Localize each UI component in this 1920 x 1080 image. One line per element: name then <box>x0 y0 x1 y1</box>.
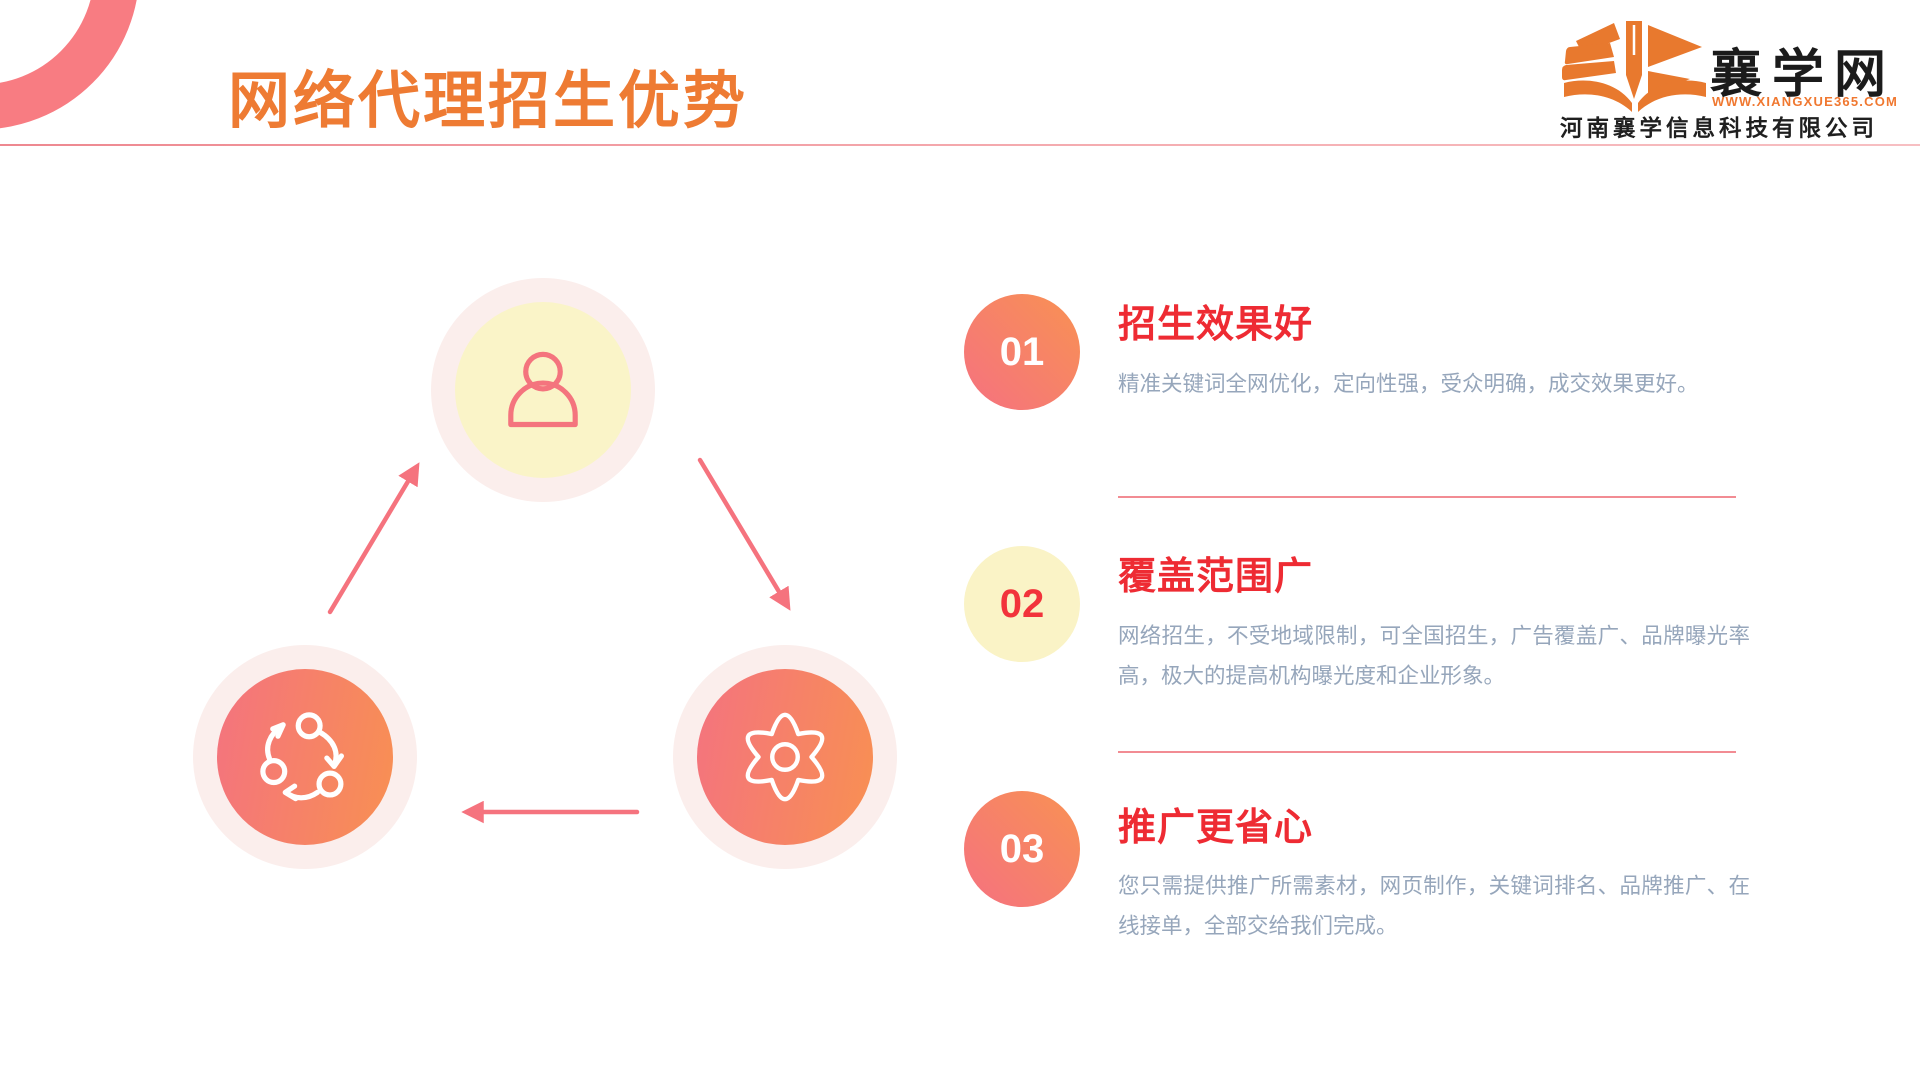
diagram-node-service <box>697 669 873 845</box>
header-divider-line <box>0 144 1920 146</box>
diagram-node-customer <box>455 302 631 478</box>
item-divider-1 <box>1118 496 1736 498</box>
badge-number: 03 <box>999 826 1045 871</box>
item-heading-1: 招生效果好 <box>1118 304 1314 346</box>
badge-number: 01 <box>999 329 1045 374</box>
item-number-badge-02: 02 <box>964 546 1080 662</box>
logo-company-text: 河南襄学信息科技有限公司 <box>1560 116 1879 141</box>
diagram-node-network <box>217 669 393 845</box>
item-number-badge-03: 03 <box>964 791 1080 907</box>
item-body-3: 您只需提供推广所需素材，网页制作，关键词排名、品牌推广、在线接单，全部交给我们完… <box>1118 874 1750 938</box>
item-body-2: 网络招生，不受地域限制，可全国招生，广告覆盖广、品牌曝光率高，极大的提高机构曝光… <box>1118 624 1750 688</box>
user-icon <box>508 351 578 428</box>
item-divider-2 <box>1118 751 1736 753</box>
item-heading-3: 推广更省心 <box>1118 807 1314 849</box>
item-number-badge-01: 01 <box>964 294 1080 410</box>
corner-arc-decoration <box>0 0 137 129</box>
logo-url-text: WWW.XIANGXUE365.COM <box>1712 94 1899 109</box>
badge-number: 02 <box>999 581 1045 626</box>
page-title: 网络代理招生优势 <box>228 67 749 136</box>
gear-icon <box>745 712 825 802</box>
logo-brand-text: 襄学网 <box>1710 46 1897 104</box>
item-heading-2: 覆盖范围广 <box>1118 556 1314 598</box>
item-body-1: 精准关键词全网优化，定向性强，受众明确，成交效果更好。 <box>1118 372 1699 396</box>
share-cycle-icon <box>260 712 344 802</box>
book-pen-icon <box>1562 21 1706 112</box>
